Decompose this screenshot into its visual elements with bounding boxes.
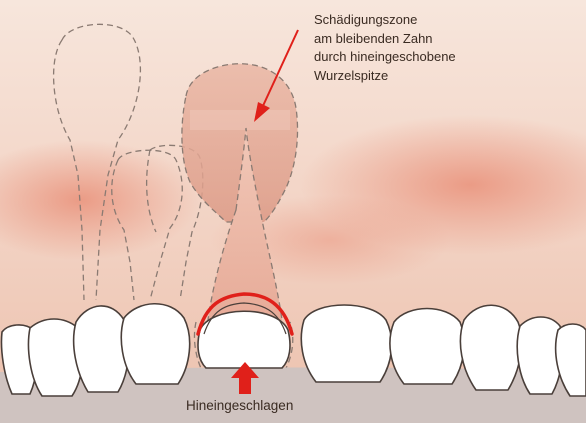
intruded-primary-tooth (198, 311, 290, 368)
tooth-left-lateral (121, 304, 189, 384)
tooth-left-3 (74, 306, 129, 392)
tooth-right-3 (460, 305, 521, 390)
damage-zone-label: Schädigungszone am bleibenden Zahn durch… (314, 11, 456, 85)
impact-label: Hineingeschlagen (186, 398, 293, 413)
tooth-right-lateral (390, 309, 464, 385)
permanent-tooth-highlight (190, 110, 290, 130)
tooth-right-central (301, 305, 391, 382)
